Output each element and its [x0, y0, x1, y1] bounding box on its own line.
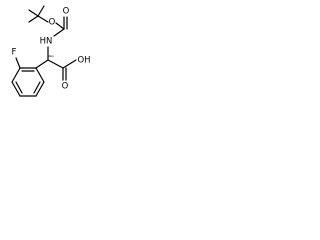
ring-bond-5 [35, 81, 45, 97]
bond-tbu-3 [28, 15, 39, 23]
atom-n: HN [40, 37, 53, 47]
ring-bond-3 [11, 81, 21, 97]
bond-carbonyl-to-n [53, 28, 65, 37]
molecule-canvas: O O HN O OH F Abs [0, 0, 106, 122]
atom-o-acid-carbonyl: O [62, 82, 69, 92]
ring-inner-double-2 [15, 81, 23, 94]
ring-bond-2 [11, 67, 21, 83]
bond-o-to-carbonyl [55, 22, 65, 30]
bond-tbu-to-o [37, 15, 49, 23]
bond-ring-to-f [15, 57, 21, 69]
bond-acid-oh [62, 59, 77, 69]
bond-tbu-2 [37, 5, 45, 17]
atom-o-tbu: O [49, 18, 56, 28]
bond-alpha-to-acid [47, 59, 64, 69]
bond-alpha-to-ring [35, 59, 49, 69]
atom-o-boc-carbonyl: O [63, 7, 70, 17]
atom-f: F [12, 48, 17, 58]
stereo-label: Abs [48, 54, 54, 58]
bond-tbu-1 [28, 9, 39, 17]
ring-bond-6 [35, 67, 45, 83]
ring-inner-double-3 [33, 81, 41, 94]
atom-oh: OH [77, 56, 90, 66]
structure-diagram: O O HN O OH F Abs [11, 5, 91, 97]
